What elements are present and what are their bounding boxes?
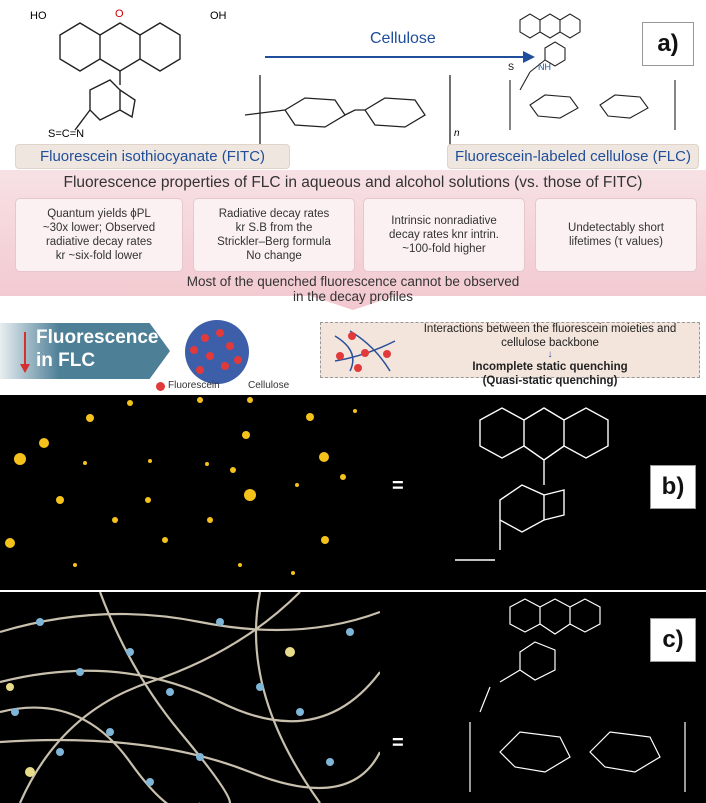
panel-b: = b): [0, 395, 706, 590]
fitc-label: Fluorescein isothiocyanate (FITC): [15, 144, 290, 169]
equals-sign: =: [392, 732, 404, 754]
prop-line: Intrinsic nonradiative: [391, 215, 497, 227]
mechanism-line: Interactions between the fluorescein moi…: [423, 323, 677, 335]
prop-line: Undetectably short: [568, 222, 664, 234]
atom-o: O: [115, 8, 124, 20]
prop-line: No change: [246, 250, 302, 262]
atom-nh: NH: [538, 62, 551, 72]
property-quantum-yield: Quantum yields ϕPL ~30x lower; Observed ra…: [15, 198, 183, 272]
prop-line: kr S.B from the: [235, 222, 313, 234]
reaction-label: Cellulose: [370, 30, 436, 47]
atom-oh: OH: [210, 10, 227, 22]
panel-tag-b: b): [650, 465, 696, 509]
prop-line: Strickler–Berg formula: [217, 236, 331, 248]
cellulose-structure: [244, 75, 451, 145]
mechanism-box: [320, 322, 700, 378]
panel-tag-a: a): [642, 22, 694, 66]
fluorescein-legend-icon: [156, 382, 165, 391]
prop-line: lifetimes (τ values): [568, 236, 663, 248]
panel-tag-c: c): [650, 618, 696, 662]
conclusion-line: in the decay profiles: [292, 289, 414, 304]
prop-line: kr ~six-fold lower: [55, 250, 143, 262]
conclusion-line: Most of the quenched fluorescence cannot…: [186, 274, 520, 289]
mechanism-result: (Quasi-static quenching): [482, 375, 618, 387]
down-arrow-head: [20, 364, 30, 373]
mechanism-arrow-icon: ↓: [547, 349, 553, 360]
prop-line: ~30x lower; Observed: [42, 222, 156, 234]
prop-line: Radiative decay rates: [218, 208, 330, 220]
mechanism-result: Incomplete static quenching: [472, 361, 628, 373]
cellulose-fibers: [0, 592, 380, 803]
fluorescent-dots: [5, 397, 357, 575]
down-arrow-icon: [24, 332, 26, 366]
legend-fluorescein: Fluorescein: [168, 380, 220, 391]
panel-c: = c): [0, 592, 706, 803]
fitc-structure: [59, 22, 181, 131]
nanoparticle-illustration: [185, 320, 249, 384]
prop-line: ~100-fold higher: [402, 243, 486, 255]
flc-label: Fluorescein-labeled cellulose (FLC): [447, 144, 699, 169]
atom-n: n: [454, 128, 460, 139]
fluorescence-label: Fluorescence in FLC: [36, 326, 159, 372]
flc-structure: [509, 13, 676, 130]
property-lifetimes: Undetectably short lifetimes (τ values): [535, 198, 697, 272]
prop-line: Quantum yields ϕPL: [47, 208, 151, 220]
atom-scn: S=C=N: [48, 128, 85, 140]
mechanism-line: cellulose backbone: [501, 337, 599, 349]
fitc-structure-white: [455, 407, 609, 561]
reaction-arrow: [265, 56, 525, 58]
atom-s: S: [508, 62, 515, 72]
equals-sign: =: [392, 475, 404, 497]
prop-line: decay rates knr intrin.: [389, 229, 499, 241]
legend-cellulose: Cellulose: [248, 380, 290, 391]
arrow-label-line: Fluorescence: [36, 327, 159, 348]
mechanism-text: Interactions between the fluorescein moi…: [400, 322, 700, 388]
band-conclusion: Most of the quenched fluorescence cannot…: [0, 274, 706, 304]
interaction-illustration: [334, 330, 396, 372]
atom-ho: HO: [30, 10, 47, 22]
prop-line: radiative decay rates: [45, 236, 153, 248]
property-nonradiative-rate: Intrinsic nonradiative decay rates knr in…: [363, 198, 525, 272]
arrow-label-line: in FLC: [36, 350, 96, 371]
reaction-arrow-head: [523, 51, 535, 63]
band-title: Fluorescence properties of FLC in aqueou…: [63, 174, 643, 191]
flc-structure-white: [469, 598, 686, 792]
